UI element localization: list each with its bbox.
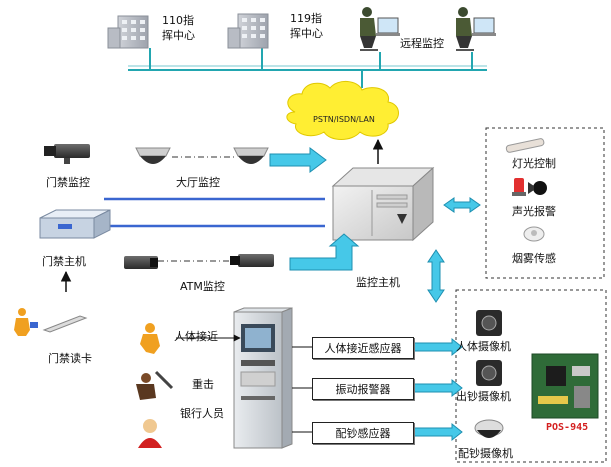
label-cash-dispense-camera: 配钞摄像机 (458, 447, 513, 460)
label-lobby-monitoring: 大厅监控 (176, 176, 220, 189)
card-reader-person-icon (14, 308, 38, 336)
siren-icon (512, 178, 526, 196)
label-pos-board: POS-945 (546, 422, 589, 433)
lobby-to-host-arrow (269, 147, 327, 173)
label-access-host: 门禁主机 (42, 255, 86, 268)
building-110-icon (107, 15, 149, 49)
vibration-alarm-box: 振动报警器 (312, 378, 414, 400)
remote-operator-2-icon (456, 7, 496, 51)
body-camera-icon (476, 310, 502, 336)
remote-operator-1-icon (360, 7, 400, 51)
label-119-line1: 119指 (290, 12, 322, 25)
cash-out-camera-icon (476, 360, 502, 386)
access-host-icon (39, 209, 111, 239)
label-monitoring-host: 监控主机 (356, 276, 400, 289)
access-camera-icon (44, 144, 90, 164)
label-sound-light-alarm: 声光报警 (512, 205, 556, 218)
sensor-to-camera-arrows (413, 337, 463, 442)
network-bus (128, 48, 487, 88)
label-access-control-camera: 门禁监控 (46, 176, 90, 189)
light-control-icon (505, 138, 545, 153)
building-119-icon (227, 13, 269, 49)
pos-board-icon (531, 353, 599, 419)
impact-person-icon (136, 370, 174, 400)
label-body-camera: 人体摄像机 (456, 340, 511, 353)
label-card-reader: 门禁读卡 (48, 352, 92, 365)
label-cash-out-camera: 出钞摄像机 (456, 390, 511, 403)
cash-sensor-box: 配钞感应器 (312, 422, 414, 444)
body-proximity-sensor-box: 人体接近感应器 (312, 337, 414, 359)
speaker-icon (528, 181, 547, 195)
label-impact: 重击 (192, 378, 214, 391)
label-light-control: 灯光控制 (512, 157, 556, 170)
card-reader-icon (42, 315, 88, 333)
atm-sensor-connectors (176, 334, 312, 433)
label-remote-monitoring: 远程监控 (400, 37, 444, 50)
label-110-line2: 挥中心 (162, 29, 195, 42)
alarm-devices-box (485, 127, 605, 279)
atm-camera-left-icon (124, 256, 158, 269)
label-body-approach: 人体接近 (174, 330, 218, 343)
label-atm-monitoring: ATM监控 (180, 280, 225, 293)
lobby-dome-camera-right-icon (233, 147, 269, 164)
atm-camera-right-icon (230, 254, 274, 267)
monitoring-host-icon (331, 166, 435, 242)
bank-staff-icon (138, 419, 162, 448)
smoke-sensor-icon (523, 226, 545, 242)
blue-links (104, 197, 325, 228)
label-bank-staff: 银行人员 (180, 407, 224, 420)
atm-machine-icon (233, 307, 293, 449)
lobby-dome-camera-left-icon (135, 147, 171, 164)
host-alarm-double-arrow (443, 197, 481, 213)
label-119-line2: 挥中心 (290, 27, 323, 40)
label-smoke-sensor: 烟雾传感 (512, 252, 556, 265)
camera-devices-box (455, 289, 607, 463)
label-network: PSTN/ISDN/LAN (313, 115, 375, 124)
atm-to-host-arrow (289, 233, 360, 271)
host-camera-double-arrow (427, 249, 445, 303)
approaching-person-icon (140, 323, 160, 354)
cash-dispense-camera-icon (474, 419, 504, 438)
network-cloud-icon (286, 81, 399, 140)
label-110-line1: 110指 (162, 14, 194, 27)
